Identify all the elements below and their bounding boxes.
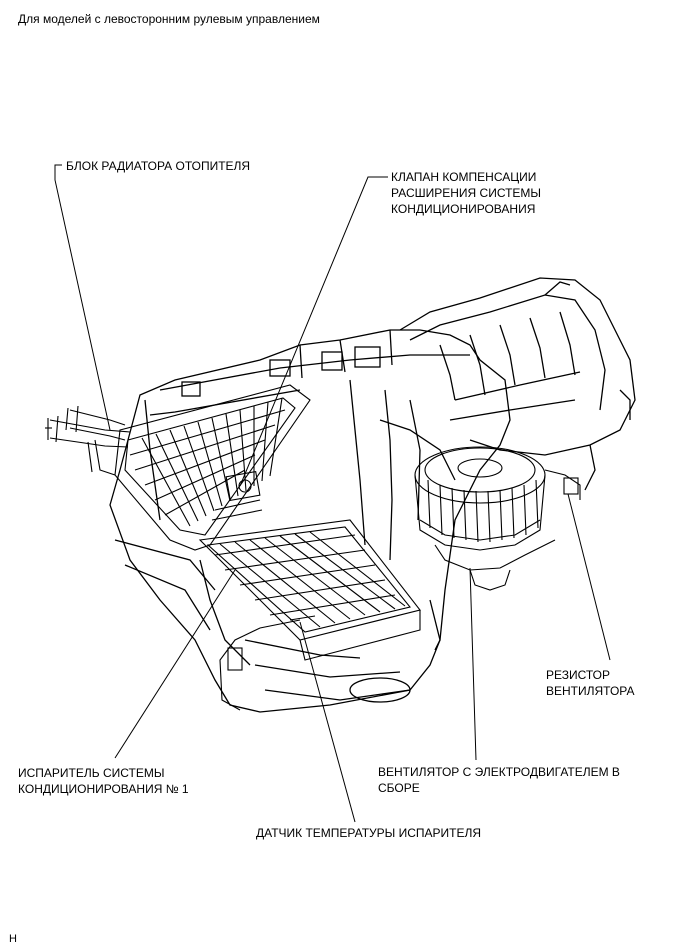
leader-evaporator <box>114 569 236 759</box>
label-expansion-valve-line1: КЛАПАН КОМПЕНСАЦИИ <box>391 170 537 184</box>
heater-core <box>45 384 311 551</box>
evaporator <box>198 519 421 711</box>
label-evaporator-temp-sensor: ДАТЧИК ТЕМПЕРАТУРЫ ИСПАРИТЕЛЯ <box>256 826 482 840</box>
label-blower-resistor-line1: РЕЗИСТОР <box>546 668 611 682</box>
label-expansion-valve: КЛАПАН КОМПЕНСАЦИИ РАСШИРЕНИЯ СИСТЕМЫ КО… <box>391 169 541 217</box>
footer-code: H <box>9 933 17 945</box>
label-heater-core: БЛОК РАДИАТОРА ОТОПИТЕЛЯ <box>66 159 251 173</box>
leader-expansion-valve <box>239 176 388 487</box>
label-blower-resistor-line2: ВЕНТИЛЯТОРА <box>546 684 635 698</box>
label-evaporator-line2: КОНДИЦИОНИРОВАНИЯ № 1 <box>18 782 189 796</box>
leader-heater-core <box>54 164 111 431</box>
hvac-housing <box>109 329 511 713</box>
page-header: Для моделей с левосторонним рулевым упра… <box>18 12 320 26</box>
label-evaporator-line1: ИСПАРИТЕЛЬ СИСТЕМЫ <box>18 766 165 780</box>
label-evaporator: ИСПАРИТЕЛЬ СИСТЕМЫ КОНДИЦИОНИРОВАНИЯ № 1 <box>18 765 189 797</box>
intake-housing <box>399 277 636 491</box>
label-blower-motor-line2: СБОРЕ <box>378 781 420 795</box>
leader-blower-motor <box>469 567 477 761</box>
leader-temp-sensor <box>299 621 356 823</box>
label-blower-motor-line1: ВЕНТИЛЯТОР С ЭЛЕКТРОДВИГАТЕЛЕМ В <box>378 765 620 779</box>
expansion-valve <box>211 470 263 521</box>
label-expansion-valve-line3: КОНДИЦИОНИРОВАНИЯ <box>391 202 536 216</box>
label-blower-motor: ВЕНТИЛЯТОР С ЭЛЕКТРОДВИГАТЕЛЕМ В СБОРЕ <box>378 764 620 796</box>
leader-lines <box>54 164 611 823</box>
leader-blower-resistor <box>567 493 611 661</box>
label-blower-resistor: РЕЗИСТОР ВЕНТИЛЯТОРА <box>546 667 635 699</box>
label-expansion-valve-line2: РАСШИРЕНИЯ СИСТЕМЫ <box>391 186 542 200</box>
blower-fan <box>414 446 581 591</box>
